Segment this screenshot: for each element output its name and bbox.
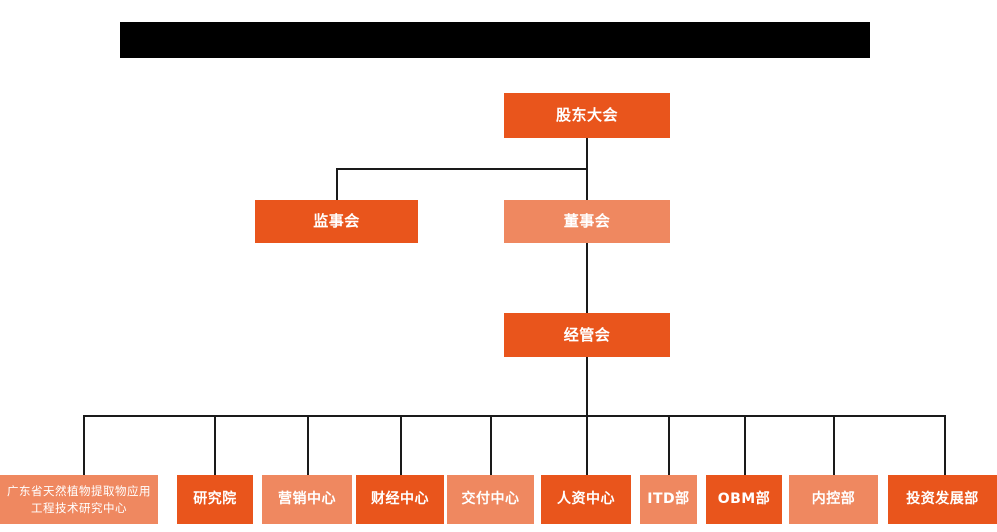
node-dept-investment-development[interactable]: 投资发展部: [888, 475, 997, 524]
connector-directors-to-management: [586, 243, 588, 313]
connector-drop-dept-8: [744, 415, 746, 475]
node-shareholders-meeting[interactable]: 股东大会: [504, 93, 670, 138]
node-dept-itd[interactable]: ITD部: [640, 475, 697, 524]
node-dept-institute[interactable]: 研究院: [177, 475, 253, 524]
connector-management-down: [586, 357, 588, 416]
connector-shareholders-down: [586, 138, 588, 169]
connector-level2-bus: [336, 168, 588, 170]
connector-drop-dept-4: [400, 415, 402, 475]
redacted-title-bar: [120, 22, 870, 58]
node-dept-finance-center[interactable]: 财经中心: [356, 475, 444, 524]
connector-to-directors: [586, 168, 588, 200]
connector-drop-dept-3: [307, 415, 309, 475]
connector-drop-dept-6: [586, 415, 588, 475]
node-board-of-supervisors[interactable]: 监事会: [255, 200, 418, 243]
connector-drop-dept-2: [214, 415, 216, 475]
node-dept-marketing-center[interactable]: 营销中心: [262, 475, 352, 524]
node-board-of-directors[interactable]: 董事会: [504, 200, 670, 243]
connector-drop-dept-10: [944, 415, 946, 475]
node-dept-guangdong-research-center[interactable]: 广东省天然植物提取物应用工程技术研究中心: [0, 475, 158, 524]
node-dept-obm[interactable]: OBM部: [706, 475, 782, 524]
connector-drop-dept-9: [833, 415, 835, 475]
node-dept-delivery-center[interactable]: 交付中心: [447, 475, 534, 524]
connector-department-bus: [83, 415, 945, 417]
connector-drop-dept-7: [668, 415, 670, 475]
node-dept-internal-control[interactable]: 内控部: [789, 475, 878, 524]
connector-drop-dept-5: [490, 415, 492, 475]
connector-to-supervisors: [336, 168, 338, 200]
node-dept-hr-center[interactable]: 人资中心: [541, 475, 631, 524]
connector-drop-dept-1: [83, 415, 85, 475]
node-management-committee[interactable]: 经管会: [504, 313, 670, 357]
